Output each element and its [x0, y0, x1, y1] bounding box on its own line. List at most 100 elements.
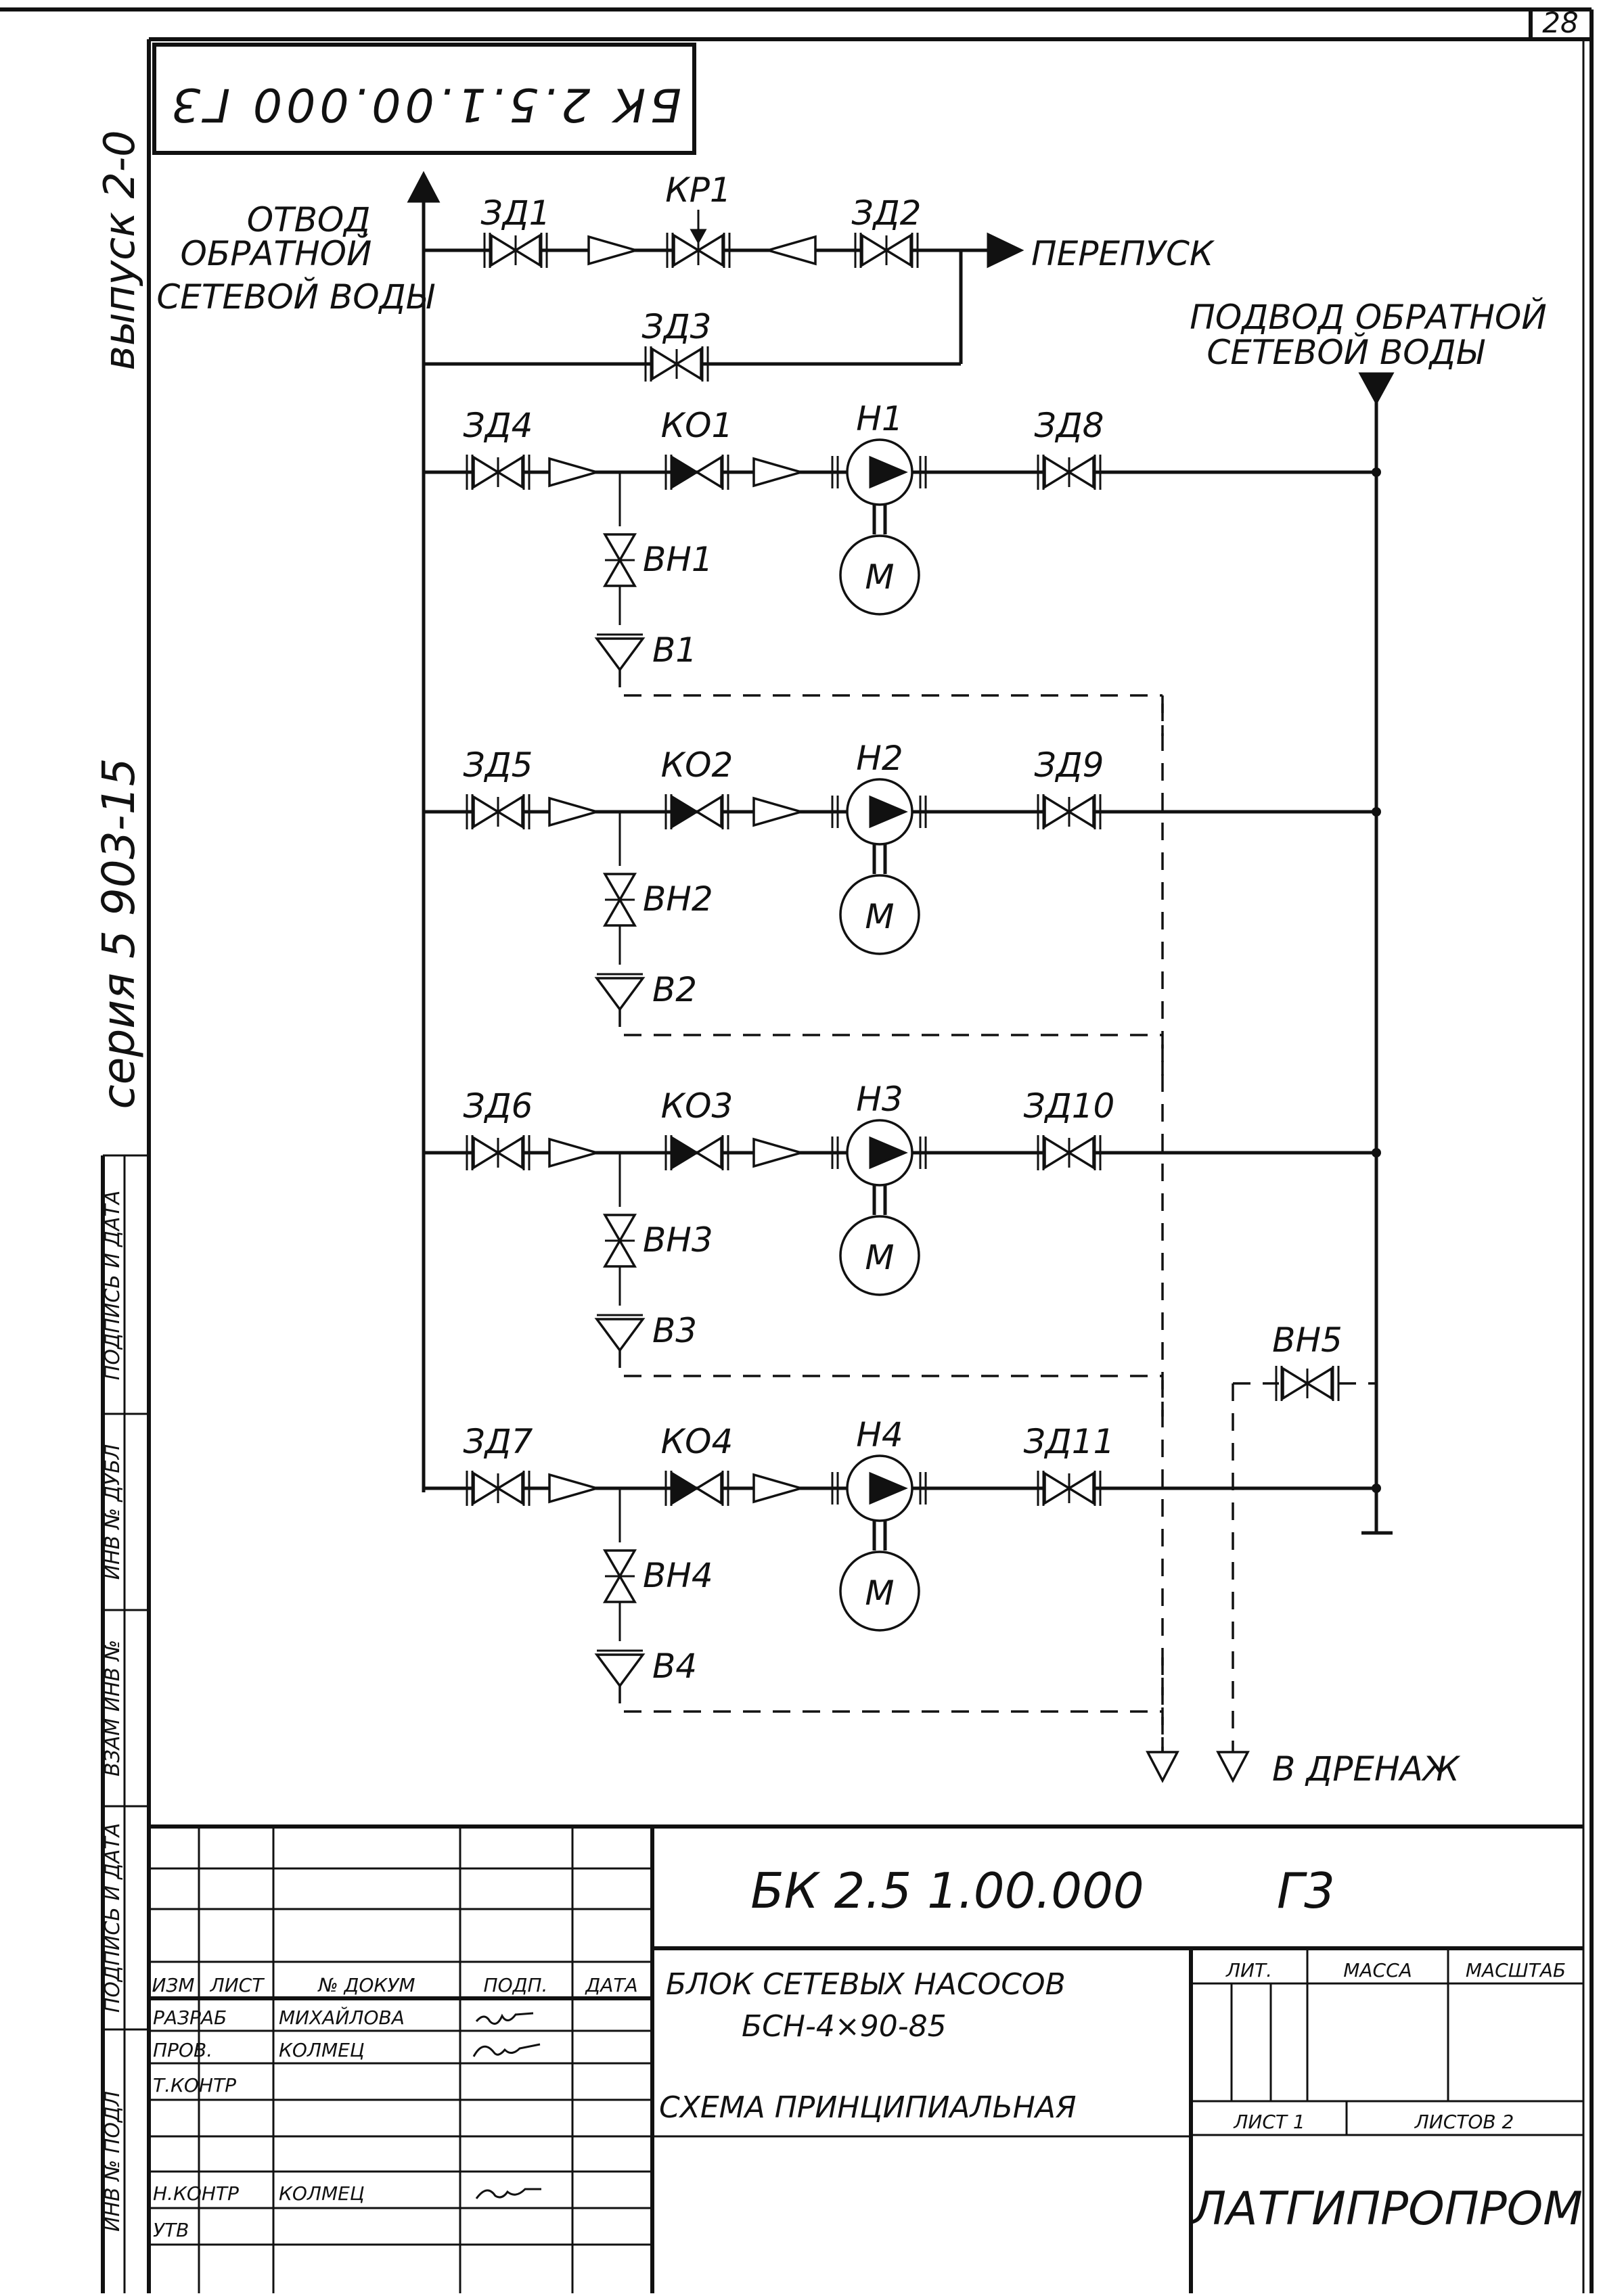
role-5: УТВ [153, 2219, 189, 2241]
funnel-4 [595, 1649, 644, 1687]
margin-stamp-4: ИНВ № ДУБЛ [101, 1444, 125, 1580]
vent-valve-1 [604, 533, 636, 587]
motor-3 [839, 1215, 920, 1296]
signatures [472, 2012, 541, 2199]
check-valve-1 [664, 453, 729, 491]
scale-label: МАСШТАБ [1466, 1959, 1566, 1981]
flow-return-outlet-3: СЕТЕВОЙ ВОДЫ [156, 277, 434, 317]
label-funnel-4: В4 [652, 1647, 697, 1686]
col-header-list: ЛИСТ [210, 1974, 265, 1996]
label-check-4: КО4 [661, 1422, 734, 1461]
check-valve-4 [664, 1469, 729, 1507]
valve-zd1 [483, 231, 548, 269]
bypass-fittings [483, 210, 919, 383]
label-gate-in-2: ЗД5 [464, 745, 533, 785]
reducer-out-3 [752, 1138, 803, 1168]
flow-bypass: ПЕРЕПУСК [1031, 234, 1215, 273]
motor-label-1: М [865, 557, 894, 597]
sheets-label: ЛИСТОВ 2 [1414, 2111, 1514, 2133]
flow-return-inlet-1: ПОДВОД ОБРАТНОЙ [1190, 297, 1547, 337]
label-gate-in-4: ЗД7 [464, 1422, 533, 1461]
flow-drain: В ДРЕНАЖ [1272, 1749, 1461, 1789]
label-pump-4: Н4 [856, 1415, 903, 1454]
reducer-in-3 [548, 1138, 598, 1168]
bypass-labels: ЗД1 КР1 ЗД2 ЗД3 ПЕРЕПУСК ОТВОД ОБРАТНОЙ … [156, 170, 1546, 372]
flow-return-outlet-2: ОБРАТНОЙ [181, 233, 372, 273]
valve-gate-in-1 [466, 453, 531, 491]
label-vn5: ВН5 [1272, 1321, 1343, 1360]
label-gate-out-3: ЗД10 [1024, 1086, 1115, 1126]
title-block: ИЗМ ЛИСТ № ДОКУМ ПОДП. ДАТА РАЗРАБ МИХАЙ… [149, 1824, 1583, 2293]
motor-label-2: М [865, 897, 894, 936]
margin-stamp-2: ПОДПИСЬ И ДАТА [101, 1823, 125, 2013]
valve-gate-in-2 [466, 793, 531, 831]
doc-name-line2: БСН-4×90-85 [742, 2009, 947, 2044]
funnel-3 [595, 1314, 644, 1352]
label-funnel-1: В1 [652, 630, 697, 670]
label-vent-1: ВН1 [643, 540, 713, 579]
label-check-2: КО2 [661, 745, 734, 785]
label-check-1: КО1 [661, 406, 734, 445]
check-valve-3 [664, 1134, 729, 1172]
label-funnel-3: В3 [652, 1311, 697, 1350]
valve-gate-out-4 [1037, 1469, 1102, 1507]
col-header-sign: ПОДП. [484, 1974, 548, 1996]
sheet-frame [0, 7, 1594, 2293]
label-gate-in-3: ЗД6 [464, 1086, 533, 1126]
col-header-doc: № ДОКУМ [317, 1974, 415, 1996]
margin-stamp-5: ПОДПИСЬ И ДАТА [101, 1191, 125, 1380]
name-4: КОЛМЕЦ [279, 2182, 365, 2205]
sheet-number: 28 [1542, 6, 1578, 39]
funnel-1 [595, 633, 644, 671]
label-vent-4: ВН4 [643, 1556, 713, 1595]
reducer-out-1 [752, 457, 803, 487]
reducer-in-1 [548, 457, 598, 487]
valve-gate-out-2 [1037, 793, 1102, 831]
valve-gate-in-4 [466, 1469, 531, 1507]
vent-valve-3 [604, 1214, 636, 1268]
sheet-label: ЛИСТ 1 [1233, 2111, 1305, 2133]
name-0: МИХАЙЛОВА [279, 2006, 405, 2029]
reducer-out-4 [752, 1473, 803, 1503]
reducer-1 [587, 235, 637, 265]
doc-code: БК 2.5 1.00.000 [750, 1862, 1144, 1919]
label-zd3: ЗД3 [642, 307, 712, 346]
mirrored-doc-code: БК 2.5.1.00.000 Г3 [167, 77, 681, 131]
margin-stamp-1: ИНВ № ПОДЛ [101, 2091, 125, 2232]
flow-return-inlet-2: СЕТЕВОЙ ВОДЫ [1206, 332, 1485, 372]
role-0: РАЗРАБ [153, 2006, 227, 2029]
role-4: Н.КОНТР [153, 2182, 239, 2205]
motor-label-4: М [865, 1574, 894, 1613]
reducer-2 [767, 235, 817, 265]
label-gate-in-1: ЗД4 [464, 406, 533, 445]
valve-zd3 [644, 345, 709, 383]
left-margin: выпуск 2-0 серия 5 903-15 ПОДПИСЬ И ДАТА… [93, 130, 149, 2293]
series-label: серия 5 903-15 [93, 758, 145, 1109]
label-gate-out-2: ЗД9 [1035, 745, 1104, 785]
lit-label: ЛИТ. [1225, 1959, 1272, 1981]
label-zd1: ЗД1 [481, 193, 551, 233]
mirrored-code-box [152, 43, 696, 155]
role-1: ПРОВ. [153, 2039, 212, 2061]
valve-zd2 [854, 231, 919, 269]
col-header-date: ДАТА [584, 1974, 637, 1996]
reducer-out-2 [752, 797, 803, 827]
funnel-2 [595, 973, 644, 1011]
check-valve-2 [664, 793, 729, 831]
role-2: Т.КОНТР [153, 2074, 236, 2096]
motor-4 [839, 1551, 920, 1632]
mass-label: МАССА [1343, 1959, 1412, 1981]
motor-2 [839, 874, 920, 955]
valve-gate-in-3 [466, 1134, 531, 1172]
flow-return-outlet-1: ОТВОД [247, 200, 371, 239]
org-name: ЛАТГИПРОПРОМ [1190, 2182, 1583, 2236]
reducer-in-4 [548, 1473, 598, 1503]
release-label: выпуск 2-0 [95, 130, 144, 370]
margin-stamp-3: ВЗАМ ИНВ № [101, 1640, 125, 1776]
label-gate-out-1: ЗД8 [1035, 406, 1104, 445]
